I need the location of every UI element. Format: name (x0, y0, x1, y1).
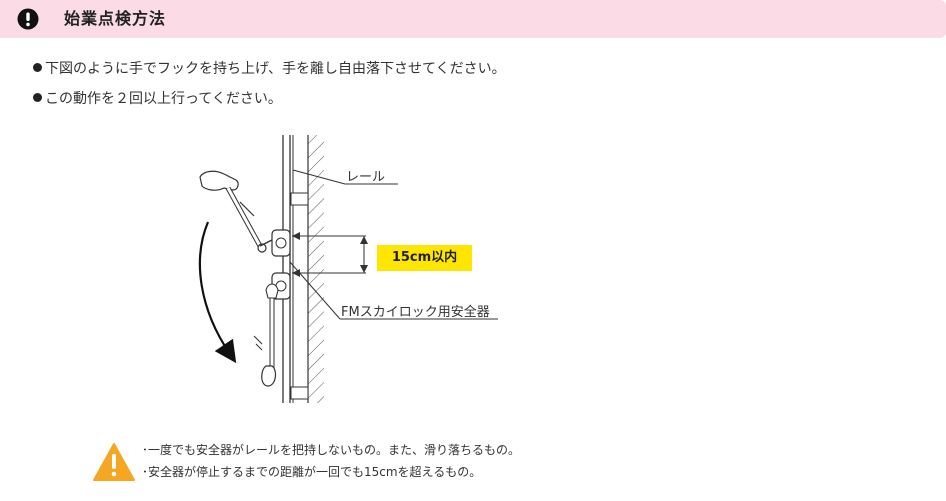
section-header: 始業点検方法 (0, 0, 946, 38)
safety-device-upper (271, 229, 291, 257)
warning-text: ･一度でも安全器がレールを把持しないもの。また、滑り落ちるもの。 (142, 443, 521, 457)
warning-text: ･安全器が停止するまでの距離が一回でも15cmを超えるもの。 (142, 465, 482, 479)
bullet-icon (33, 63, 42, 72)
hanging-lanyard (253, 283, 279, 387)
bullet-icon (33, 93, 42, 102)
distance-dimension (360, 236, 368, 273)
instruction-text: この動作を２回以上行ってください。 (45, 91, 282, 107)
distance-pointer-arrows (292, 232, 366, 277)
rail (282, 135, 309, 403)
rail-label-leader (292, 169, 346, 185)
instruction-item: 下図のように手でフックを持ち上げ、手を離し自由落下させてください。 (33, 59, 506, 79)
rail-label: レール (346, 170, 385, 185)
hand-lifting-hook (199, 170, 273, 253)
inspection-diagram: レール FMスカイロック用安全器 (198, 135, 498, 403)
wall (307, 135, 324, 403)
fall-direction-arrow (198, 221, 237, 364)
instruction-text: 下図のように手でフックを持ち上げ、手を離し自由落下させてください。 (45, 61, 506, 77)
device-label: FMスカイロック用安全器 (341, 304, 490, 320)
instruction-item: この動作を２回以上行ってください。 (33, 89, 282, 109)
section-title: 始業点検方法 (64, 9, 167, 28)
exclamation-circle-icon (17, 8, 39, 30)
device-label-leader (289, 261, 341, 320)
distance-callout: 15cm以内 (377, 245, 472, 271)
warning-triangle-icon (93, 443, 135, 481)
